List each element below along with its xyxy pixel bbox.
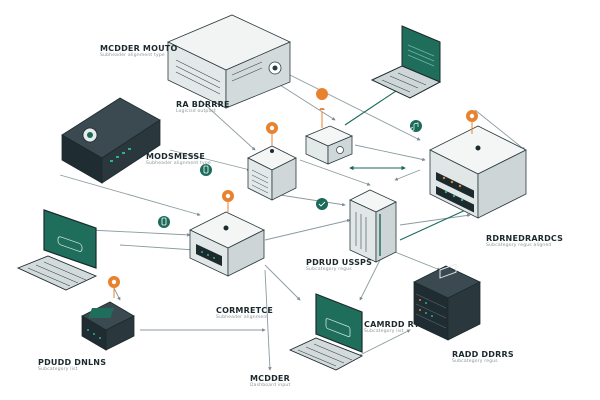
router-dark[interactable] bbox=[61, 97, 161, 184]
pins bbox=[108, 88, 478, 298]
label-bottom-center2: MCDDER Dashboard input bbox=[250, 374, 290, 389]
connection-line bbox=[289, 74, 421, 141]
connection-line bbox=[264, 264, 301, 301]
status-icon bbox=[200, 164, 212, 176]
label-title: RDRNEDRARDCS bbox=[486, 234, 564, 243]
label-bottom-right: RADD DDRRS Subcategory regus bbox=[452, 350, 514, 365]
connection-line bbox=[399, 213, 471, 226]
control-unit[interactable] bbox=[81, 301, 135, 351]
label-title: CORMRETCE bbox=[216, 306, 274, 315]
connection-line bbox=[264, 269, 272, 371]
label-subtitle: Dashboard input bbox=[250, 383, 291, 388]
connection-line bbox=[279, 84, 336, 121]
label-mid-top-left: RA BDRRRE Logicisd outpost bbox=[176, 100, 230, 115]
label-title: RA BDRRRE bbox=[176, 100, 230, 109]
label-subtitle: Logicisd outpost bbox=[176, 109, 216, 114]
laptop-bottom[interactable] bbox=[288, 293, 364, 371]
label-title: MCDDER MOUTO bbox=[100, 44, 178, 53]
server-right[interactable] bbox=[429, 125, 527, 219]
label-subtitle: Subheader alignment bbox=[216, 315, 269, 320]
connection-line bbox=[354, 144, 426, 162]
connection-line bbox=[119, 244, 196, 252]
connection-line bbox=[199, 99, 256, 151]
label-subtitle: Subcategory list bbox=[364, 329, 404, 334]
status-icons bbox=[158, 120, 422, 228]
status-icon bbox=[316, 198, 328, 210]
label-left-middle: MODSMESSE Subheader alignment type bbox=[146, 152, 211, 167]
label-title: PDUDD DNLNS bbox=[38, 358, 107, 367]
label-subtitle: Subheader alignment type bbox=[146, 161, 211, 166]
label-center-bottom: PDRUD USSPS Subcategory regus bbox=[306, 258, 372, 273]
connection-line bbox=[264, 218, 351, 241]
label-subtitle: Subcategory regus bbox=[306, 267, 352, 272]
label-title: MODSMESSE bbox=[146, 152, 206, 161]
location-pin-icon bbox=[466, 110, 478, 134]
connection-line bbox=[394, 169, 421, 181]
server-rack[interactable] bbox=[413, 263, 481, 341]
tower-center[interactable] bbox=[349, 189, 397, 263]
label-title: PDRUD USSPS bbox=[306, 258, 373, 267]
connection-line bbox=[474, 109, 526, 151]
label-title: RADD DDRRS bbox=[452, 350, 514, 359]
connection-lines bbox=[59, 74, 526, 371]
connection-line bbox=[359, 259, 381, 301]
label-bottom-center: CORMRETCE Subheader alignment bbox=[216, 306, 273, 321]
connection-line bbox=[279, 194, 346, 207]
label-bottom-left: PDUDD DNLNS Subcategory list bbox=[38, 358, 106, 373]
device-cube[interactable] bbox=[247, 145, 297, 201]
label-subtitle: Subcategory regus aligned bbox=[486, 243, 552, 248]
laptop-top-right[interactable] bbox=[370, 25, 442, 99]
label-title: MCDDER bbox=[250, 374, 290, 383]
connection-line bbox=[389, 249, 441, 271]
label-top-left: MCDDER MOUTO Subheader alignment type bbox=[100, 44, 177, 59]
label-bottom-right-laptop: CAMRDD RY Subcategory list bbox=[364, 320, 420, 335]
switch-center[interactable] bbox=[189, 211, 265, 277]
connection-line bbox=[59, 174, 201, 216]
monitor-left[interactable] bbox=[16, 209, 98, 291]
status-icon bbox=[158, 216, 170, 228]
location-pin-icon bbox=[266, 122, 278, 146]
label-subtitle: Subheader alignment type bbox=[100, 53, 165, 58]
connection-line bbox=[299, 159, 371, 186]
hub-center[interactable] bbox=[304, 125, 354, 165]
status-icon bbox=[410, 120, 422, 132]
connection-line bbox=[359, 329, 411, 356]
connection-line bbox=[169, 149, 251, 172]
connection-line bbox=[89, 229, 191, 237]
location-pin-icon bbox=[108, 276, 120, 298]
label-right-middle: RDRNEDRARDCS Subcategory regus aligned bbox=[486, 234, 563, 249]
label-subtitle: Subcategory regus bbox=[452, 359, 498, 364]
highlight-arrow bbox=[399, 207, 471, 241]
location-pin-icon bbox=[316, 88, 329, 128]
label-title: CAMRDD RY bbox=[364, 320, 420, 329]
label-subtitle: Subcategory list bbox=[38, 367, 78, 372]
server-main[interactable] bbox=[167, 14, 291, 109]
location-pin-icon bbox=[222, 190, 234, 212]
